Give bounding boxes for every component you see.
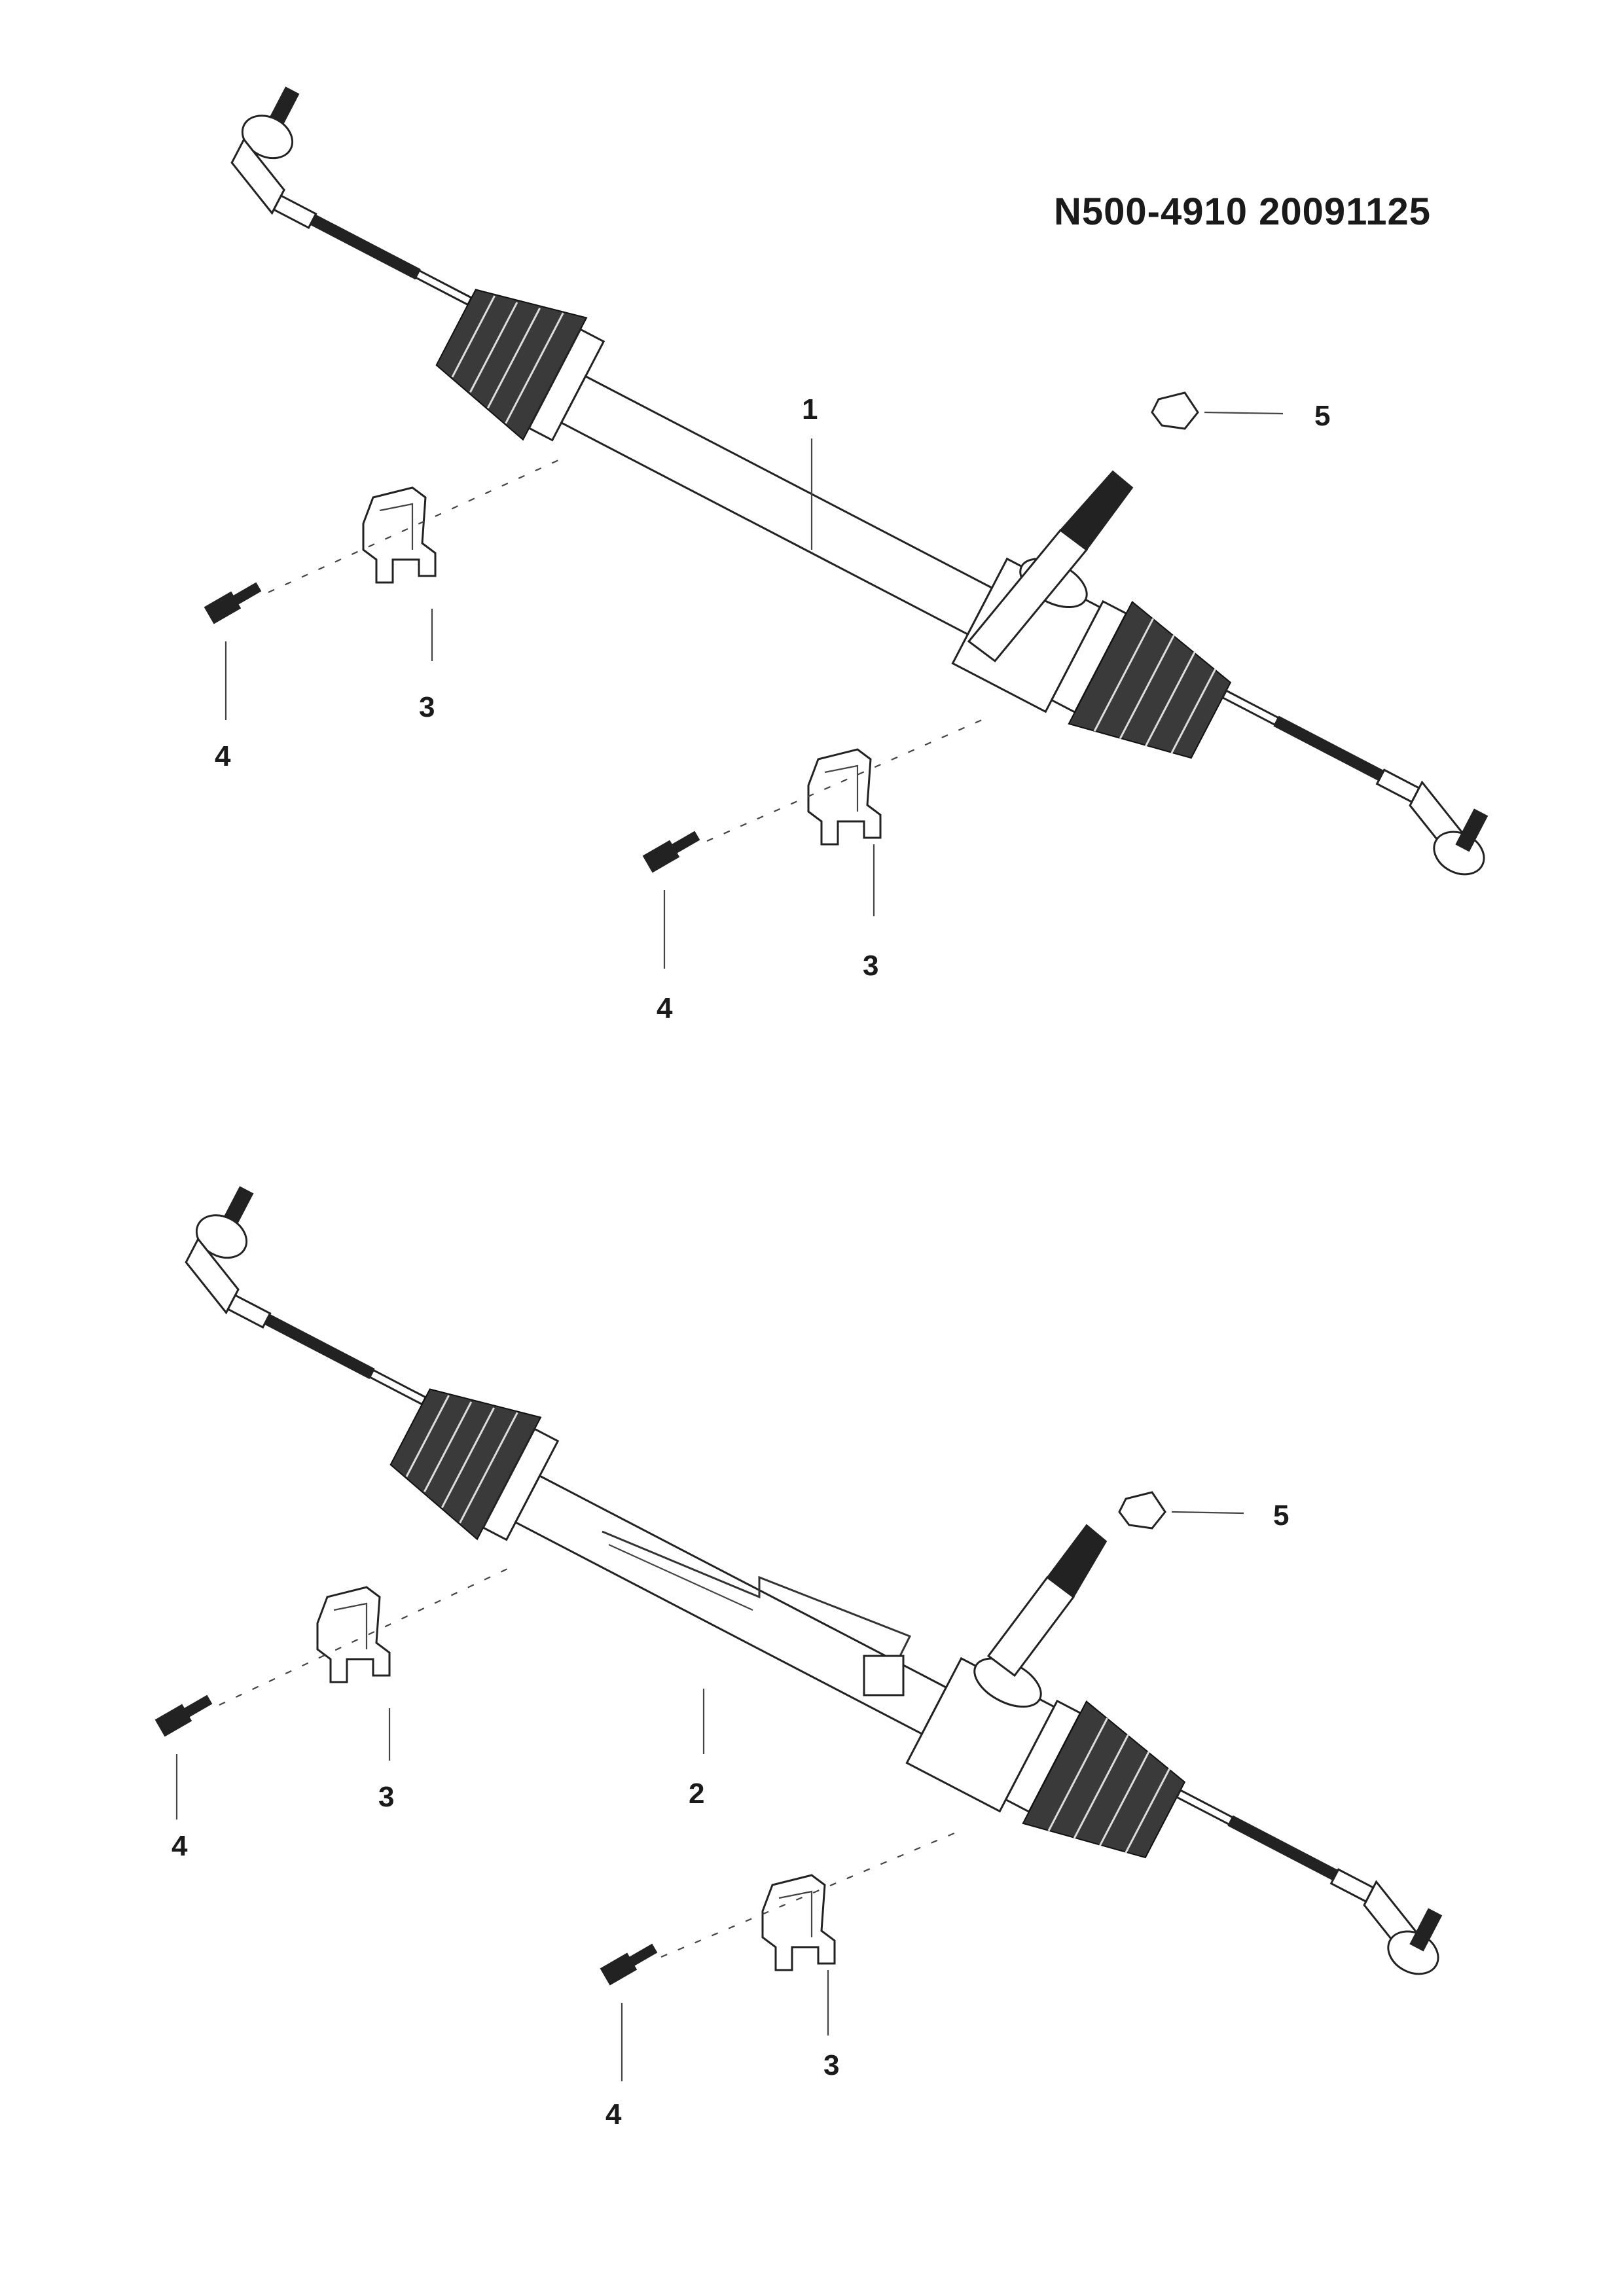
pinion-shaft-top bbox=[967, 470, 1134, 663]
callout-3-top-left: 3 bbox=[419, 691, 435, 723]
callout-5-top: 5 bbox=[1314, 400, 1330, 432]
callout-3-bottom-left: 3 bbox=[378, 1781, 394, 1813]
callout-3-bottom-right: 3 bbox=[823, 2049, 839, 2081]
drawing-code: N500-4910 20091125 bbox=[1054, 190, 1431, 233]
nut-5-bottom bbox=[1118, 1491, 1166, 1530]
callout-3-top-right: 3 bbox=[863, 950, 878, 982]
nut-5-top bbox=[1151, 391, 1199, 430]
callout-4-top-right: 4 bbox=[657, 992, 673, 1024]
bolt-4-top-left bbox=[204, 578, 264, 624]
bracket-3-bottom-right bbox=[761, 1874, 836, 1971]
top-assembly: 1 3 4 3 4 5 bbox=[173, 77, 1547, 1024]
bracket-3-bottom-left bbox=[316, 1586, 391, 1683]
callout-4-top-left: 4 bbox=[215, 740, 231, 772]
callout-5-bottom: 5 bbox=[1273, 1499, 1289, 1532]
bracket-3-top-right bbox=[807, 748, 882, 846]
callout-4-bottom-left: 4 bbox=[171, 1830, 188, 1862]
pinion-shaft-bottom bbox=[986, 1524, 1108, 1677]
bolt-4-bottom-right bbox=[600, 1939, 660, 1986]
hydraulic-lines bbox=[602, 1530, 912, 1696]
bolt-4-top-right bbox=[643, 827, 702, 873]
bolt-4-bottom-left bbox=[155, 1691, 215, 1737]
callout-1: 1 bbox=[802, 393, 818, 425]
callout-4-bottom-right: 4 bbox=[605, 2098, 622, 2130]
bottom-assembly: 3 4 2 3 4 5 bbox=[128, 1177, 1501, 2130]
callout-2: 2 bbox=[689, 1778, 704, 1810]
bracket-3-top-left bbox=[362, 486, 437, 584]
